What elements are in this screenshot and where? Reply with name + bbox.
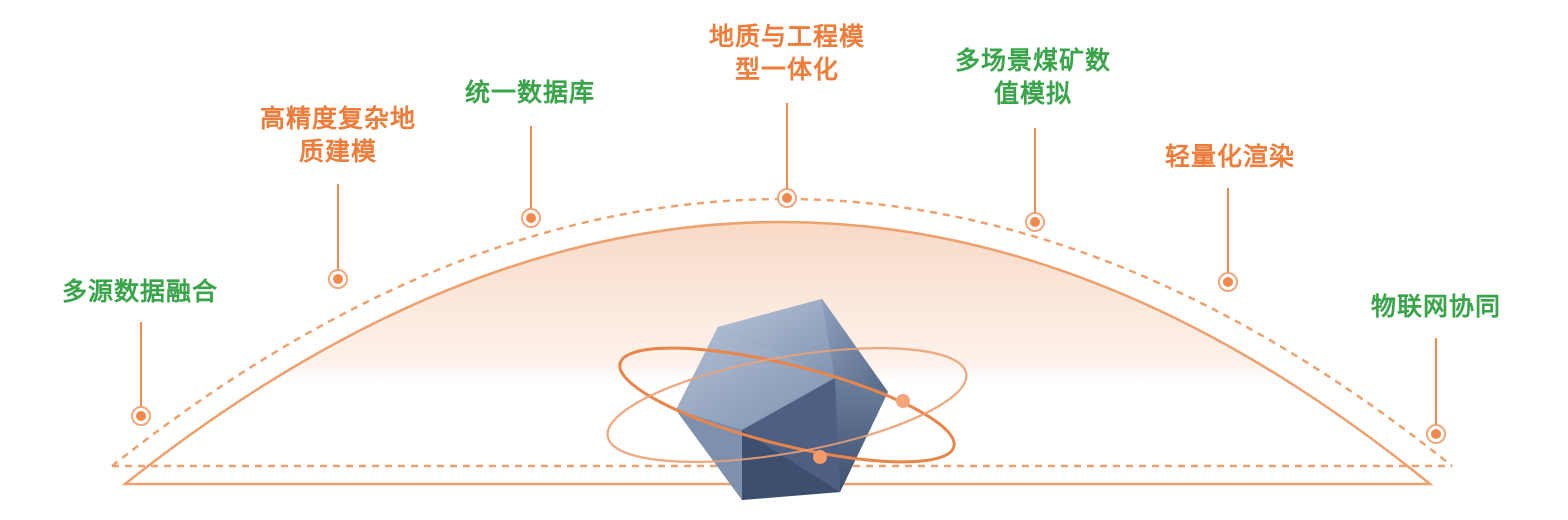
feature-label: 地质与工程模 型一体化	[708, 22, 865, 84]
feature-label: 轻量化渲染	[1164, 142, 1295, 171]
node-dot	[521, 208, 541, 228]
node-dot	[131, 406, 151, 426]
feature-label: 多源数据融合	[61, 277, 218, 306]
dome-outline	[121, 220, 1434, 486]
crystal-atom-icon	[606, 299, 968, 500]
feature-label: 统一数据库	[464, 78, 595, 107]
feature-label: 物联网协同	[1370, 292, 1501, 321]
node-dot	[1426, 424, 1446, 444]
node-dot	[777, 188, 797, 208]
node-dot	[1218, 272, 1238, 292]
feature-label: 多场景煤矿数 值模拟	[954, 46, 1111, 108]
node-dot	[1025, 212, 1045, 232]
node-dot	[328, 269, 348, 289]
feature-label: 高精度复杂地 质建模	[259, 104, 416, 166]
dashed-arc	[111, 197, 1453, 467]
